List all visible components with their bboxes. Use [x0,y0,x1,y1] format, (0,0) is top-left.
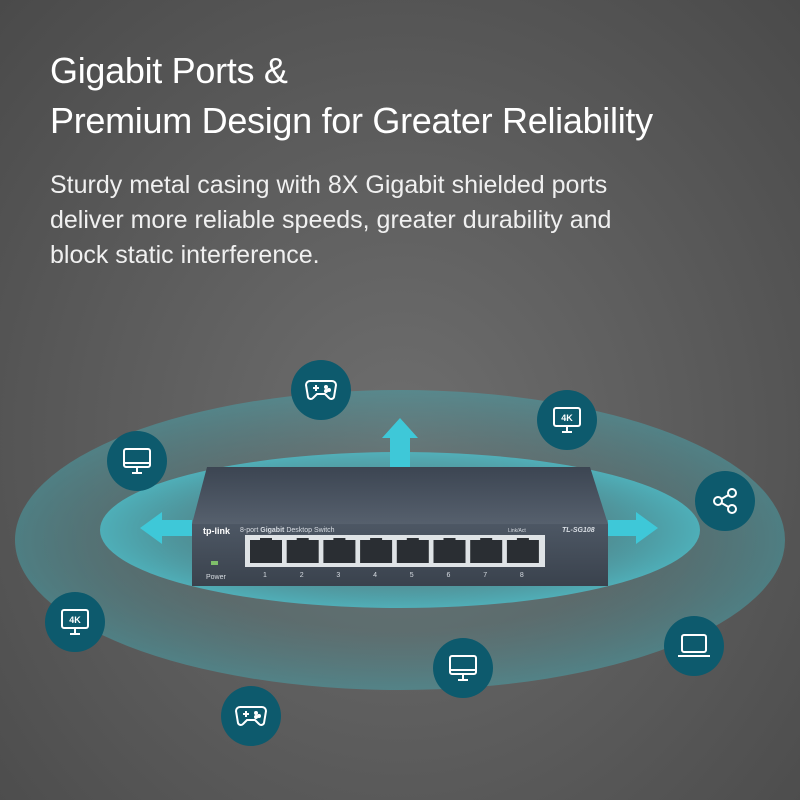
ethernet-port-6 [433,540,466,563]
port-number: 7 [483,572,488,579]
port-latch [260,538,272,542]
share-icon [695,471,755,531]
device-description: 8-port Gigabit Desktop Switch [240,527,335,534]
port-number: 5 [409,572,414,579]
4k-text: 4K [69,615,81,625]
port-latch [516,538,529,542]
port-number: 3 [336,572,341,579]
link-act-label: Link/Act [508,528,526,534]
gamepad-icon [221,686,281,746]
ethernet-port-5 [396,540,429,563]
port-number: 6 [446,572,451,579]
gamepad-icon [291,360,351,420]
port-latch [296,538,309,542]
arrow-left-icon [140,512,192,544]
desc-prefix: 8-port [240,527,259,534]
model-label: TL-SG108 [562,527,595,534]
port-latch [370,538,383,542]
switch-top [192,467,608,524]
port-latch [480,538,493,542]
ethernet-port-4 [360,540,393,563]
headline-line-1: Gigabit Ports & [50,50,288,91]
port-latch [406,538,419,542]
description-line-2: deliver more reliable speeds, greater du… [50,206,612,234]
desc-suffix: Desktop Switch [286,527,335,534]
port-number: 2 [299,572,304,579]
description-line-3: block static interference. [50,241,320,269]
power-label: Power [206,574,226,581]
ethernet-port-8 [506,540,539,563]
ethernet-port-1 [250,540,282,563]
ethernet-port-7 [470,540,503,563]
port-number: 8 [519,572,524,579]
monitor-icon [107,431,167,491]
ethernet-port-2 [286,540,319,563]
monitor-4k-icon: 4K [45,592,105,652]
port-number: 1 [263,572,267,579]
4k-text: 4K [561,413,573,423]
description-line-1: Sturdy metal casing with 8X Gigabit shie… [50,171,608,199]
port-latch [333,538,346,542]
power-led [211,561,218,565]
monitor-icon [433,638,493,698]
desc-bold: Gigabit [260,527,285,534]
brand-logo: tp-link [203,526,230,536]
port-number: 4 [373,572,377,579]
arrow-right-icon [608,512,658,544]
port-latch [443,538,456,542]
laptop-icon [664,616,724,676]
headline-line-2: Premium Design for Greater Reliability [50,100,653,141]
monitor-4k-icon: 4K [537,390,597,450]
ethernet-port-3 [323,540,356,563]
arrow-up-icon [382,418,418,468]
